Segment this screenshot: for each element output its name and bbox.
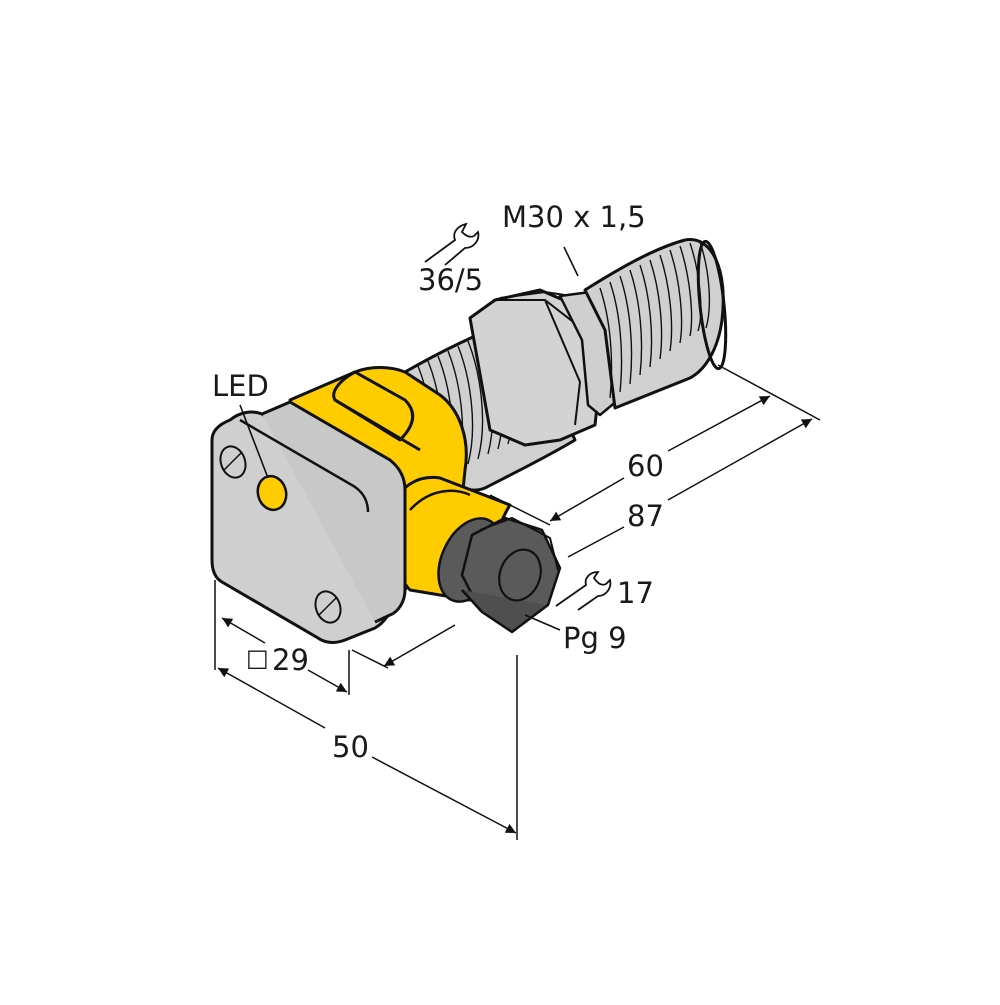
wrench-size-gland-label: 17	[617, 576, 654, 610]
screw-top-left	[219, 445, 247, 479]
dimension-50-label: 50	[332, 730, 369, 764]
led-label: LED	[212, 369, 269, 403]
leader-lines	[239, 246, 579, 631]
cable-gland	[437, 516, 562, 634]
threaded-barrel-front	[583, 238, 728, 410]
thread-size-label: M30 x 1,5	[502, 200, 646, 234]
square-symbol: □	[246, 644, 269, 672]
dimension-87-label: 87	[627, 499, 664, 533]
front-cover	[210, 400, 407, 644]
screw-bottom-right	[314, 590, 342, 624]
gland-size-label: Pg 9	[563, 621, 627, 655]
dimension-29-label: 29	[272, 643, 309, 677]
wrench-size-nut-label: 36/5	[418, 263, 484, 297]
wrench-icon-gland	[555, 571, 612, 611]
wrench-icon-nut	[424, 222, 480, 266]
dimension-lines	[214, 364, 821, 840]
dimension-60-label: 60	[627, 449, 664, 483]
